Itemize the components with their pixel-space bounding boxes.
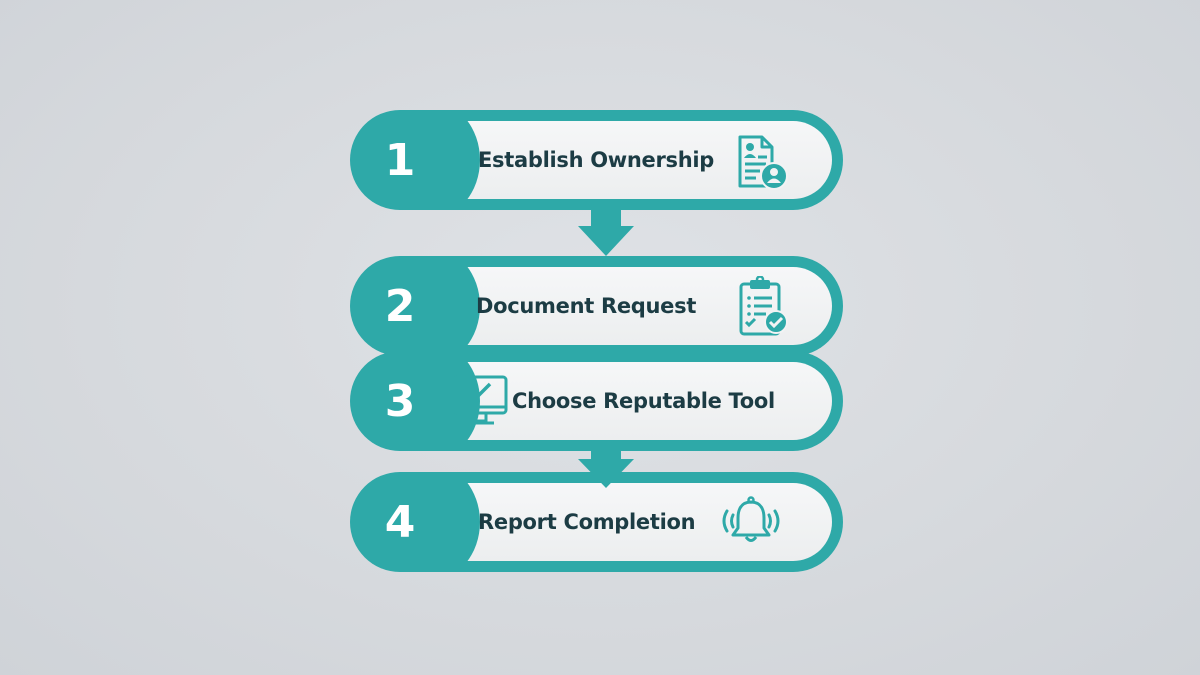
step-number: 4 xyxy=(384,496,416,548)
step-1: 1 Establish Ownership xyxy=(350,110,843,210)
step-panel xyxy=(428,362,832,440)
monitor-check-icon xyxy=(452,375,508,425)
step-label: Report Completion xyxy=(478,510,696,534)
step-4: 4 Report Completion xyxy=(350,472,843,572)
step-label: Establish Ownership xyxy=(478,148,715,172)
step-number: 1 xyxy=(384,134,416,186)
step-3: 3 Choose Reputable Tool xyxy=(350,351,843,451)
step-label: Choose Reputable Tool xyxy=(512,389,775,413)
clipboard-check-icon xyxy=(739,276,788,336)
ringing-bell-icon xyxy=(722,496,780,542)
step-number: 3 xyxy=(384,375,416,427)
step-label: Document Request xyxy=(476,294,697,318)
step-number: 2 xyxy=(384,280,416,332)
down-arrow-icon xyxy=(578,450,634,488)
user-document-icon xyxy=(738,135,788,190)
step-panel xyxy=(428,121,832,199)
down-arrow-icon xyxy=(578,209,634,256)
step-2: 2 Document Request xyxy=(350,256,843,356)
